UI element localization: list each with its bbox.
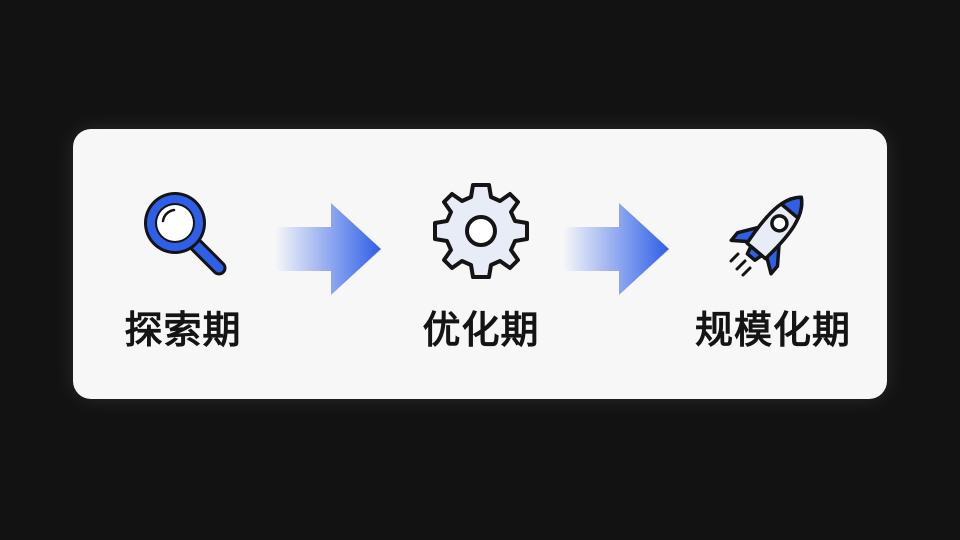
- process-card: 探索期: [73, 129, 887, 399]
- rocket-icon: [723, 181, 823, 281]
- stage-optimization: 优化期: [371, 181, 591, 354]
- stage-label: 规模化期: [694, 308, 851, 352]
- stage-scaling: 规模化期: [663, 181, 883, 354]
- stage-label: 优化期: [422, 308, 540, 352]
- flow-arrow: [275, 203, 381, 295]
- flow-arrow: [563, 203, 669, 295]
- magnifier-icon: [133, 181, 233, 281]
- stage-label: 探索期: [124, 308, 242, 352]
- stage-exploration: 探索期: [73, 181, 293, 354]
- gear-icon: [431, 181, 531, 281]
